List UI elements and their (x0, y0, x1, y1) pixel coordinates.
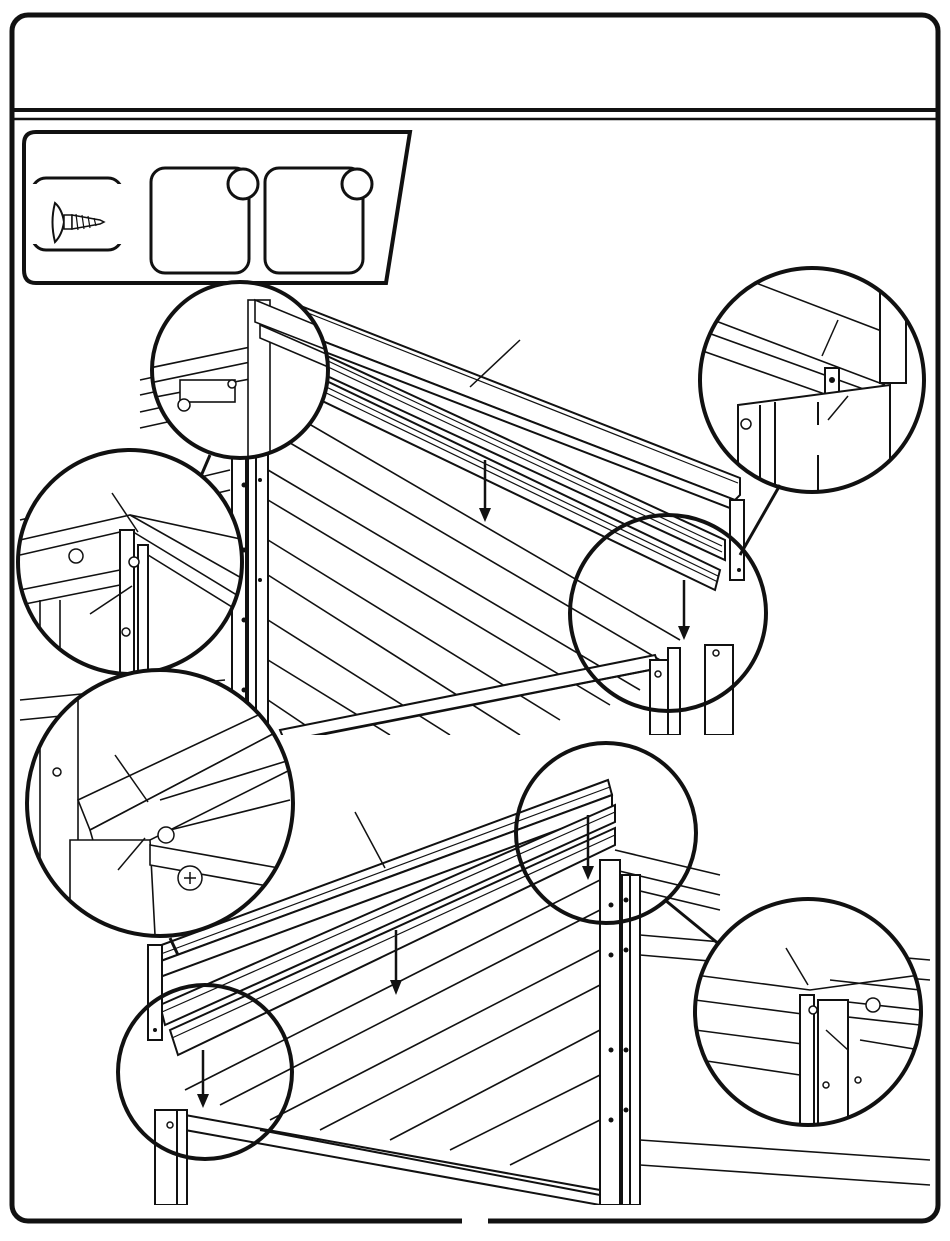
detail-circle-c (700, 268, 925, 495)
detail-circle-g (695, 899, 923, 1130)
blank-part-icon (342, 169, 372, 199)
blank-part-icon (228, 169, 258, 199)
part-tile-3 (265, 168, 372, 273)
page-tab (462, 1212, 488, 1232)
detail-circle-a (140, 280, 340, 470)
detail-circle-e (25, 668, 295, 938)
down-arrow-icon (678, 580, 690, 640)
parts-box (24, 132, 410, 283)
part-tile-2 (151, 168, 258, 273)
detail-circle-b (15, 450, 250, 680)
screw-part-tile (26, 178, 128, 250)
